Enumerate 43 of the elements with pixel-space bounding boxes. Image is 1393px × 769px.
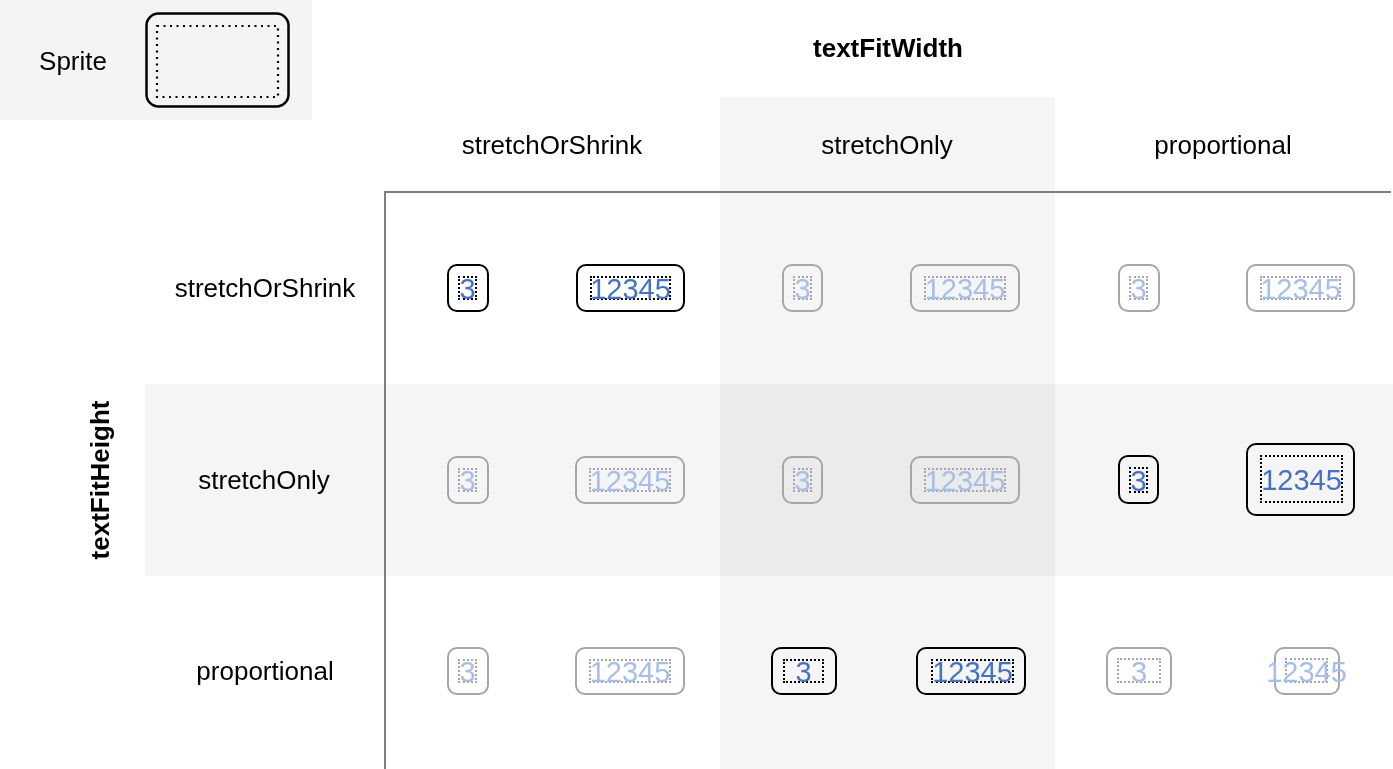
number-text: 3 [1130, 466, 1147, 496]
number-text: 12345 [589, 466, 671, 496]
row-header: stretchOnly [198, 465, 330, 495]
sprite-box [782, 264, 823, 312]
column-header: stretchOnly [821, 130, 953, 160]
number-text: 3 [459, 657, 476, 687]
number-text: 3 [794, 274, 811, 304]
sprite-box [575, 456, 685, 504]
number-text: 12345 [589, 657, 671, 687]
column-header: stretchOrShrink [461, 130, 643, 160]
row-header: proportional [196, 656, 334, 686]
sprite-box [910, 456, 1020, 504]
number-text: 3 [794, 466, 811, 496]
axis-title: textFitHeight [85, 400, 115, 560]
legend-label: Sprite [39, 46, 107, 76]
number-text: 3 [459, 274, 476, 304]
axis-title: textFitWidth [813, 33, 963, 63]
column-header: proportional [1154, 130, 1292, 160]
number-text: 12345 [932, 657, 1013, 687]
number-text: 12345 [924, 274, 1006, 304]
sprite-box [575, 647, 685, 695]
sprite-box [916, 647, 1026, 695]
sprite-box [910, 264, 1020, 312]
sprite-box [782, 456, 823, 504]
number-text: 3 [795, 657, 812, 687]
sprite-box [1246, 264, 1355, 312]
sprite-box [771, 647, 837, 695]
sprite-box [576, 264, 685, 312]
sprite-box [1246, 443, 1355, 516]
sprite-box [1118, 455, 1159, 504]
number-text: 12345 [1260, 274, 1341, 304]
sprite-box [447, 264, 489, 312]
number-text: 12345 [590, 274, 671, 304]
sprite-box [447, 647, 489, 695]
sprite-box [447, 456, 489, 504]
number-text: 3 [1130, 274, 1147, 304]
row-header: stretchOrShrink [174, 273, 356, 303]
number-text: 12345 [924, 466, 1006, 496]
sprite-box [1118, 264, 1160, 312]
number-text: 3 [459, 466, 476, 496]
number-text: 3 [1130, 657, 1148, 686]
number-text: 12345 [1261, 465, 1342, 495]
sprite-box [1106, 647, 1172, 695]
